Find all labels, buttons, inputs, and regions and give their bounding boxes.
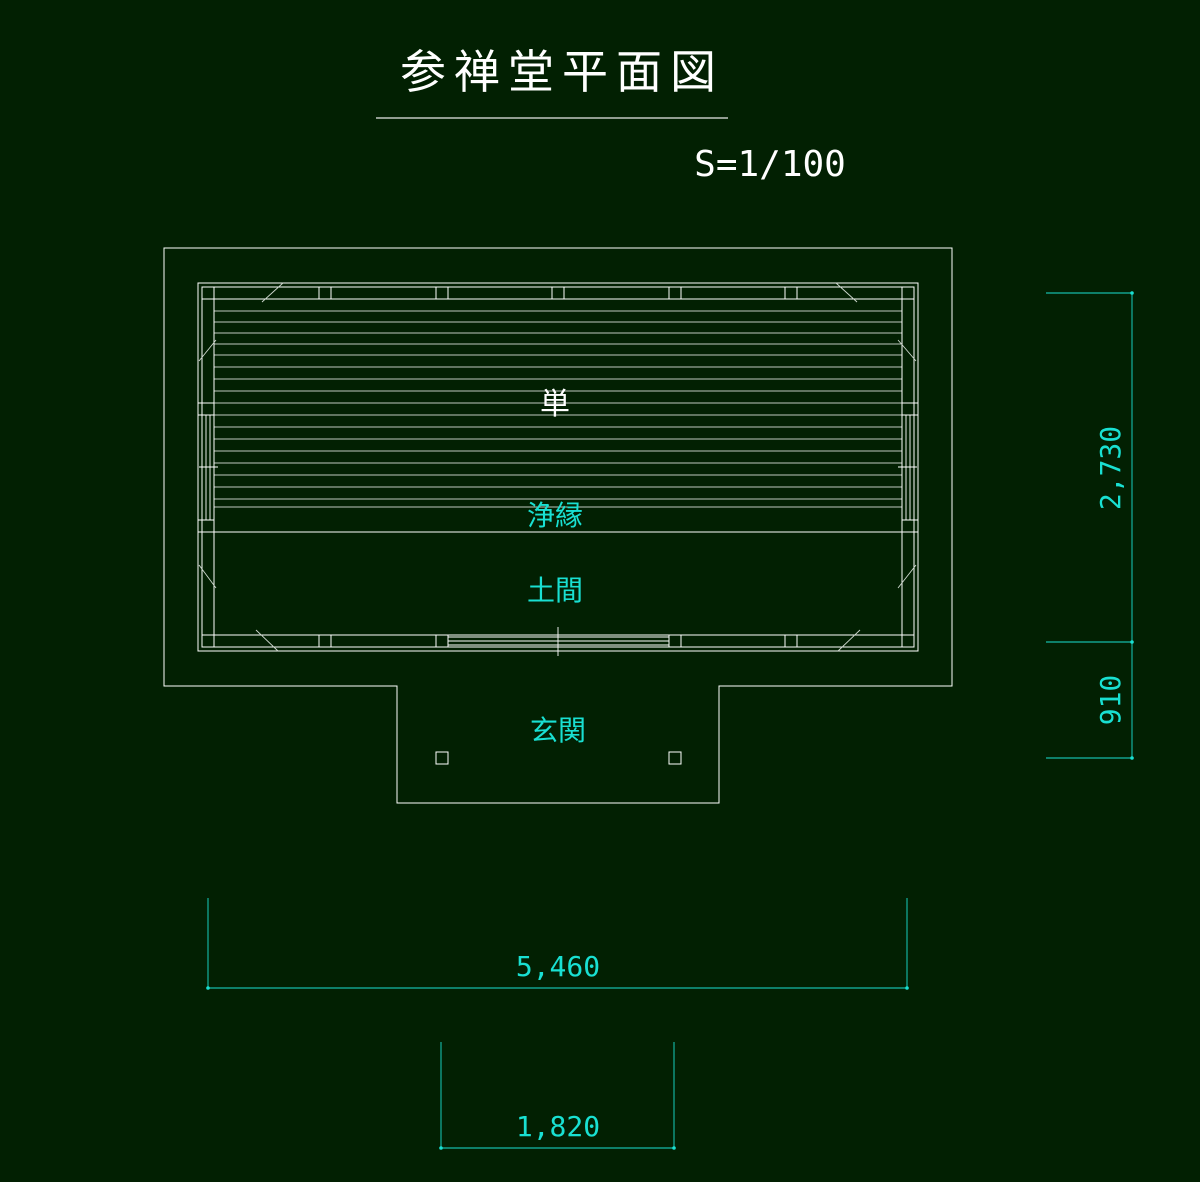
tatami-platform-lines [214,310,902,508]
room-label-earthen-floor: 土間 [527,574,583,607]
dimension-overall-width [206,898,909,990]
front-sliding-doors [448,627,669,656]
room-label-veranda: 浄縁 [527,499,583,532]
dimension-vertical [1046,291,1134,760]
room-label-tatami: 単 [540,387,570,422]
dimension-label-entrance-width: 1,820 [516,1110,600,1143]
corner-bracing [198,282,917,652]
dimension-entrance-width [439,1042,676,1150]
dimension-label-overall-width: 5,460 [516,950,600,983]
top-wall-posts [201,286,915,300]
room-label-entrance: 玄関 [530,714,586,747]
bottom-wall-posts [201,634,915,648]
drawing-title: 参禅堂平面図 [400,45,724,99]
dimension-label-main-depth: 2,730 [1094,426,1127,510]
porch-post-left [435,751,449,765]
left-side-opening [199,415,218,520]
building-plan [163,247,953,804]
dimension-label-entrance-depth: 910 [1094,675,1127,726]
scale-label: S=1/100 [694,144,846,185]
right-side-opening [898,415,917,520]
roof-outline [163,247,953,804]
porch-post-right [668,751,682,765]
